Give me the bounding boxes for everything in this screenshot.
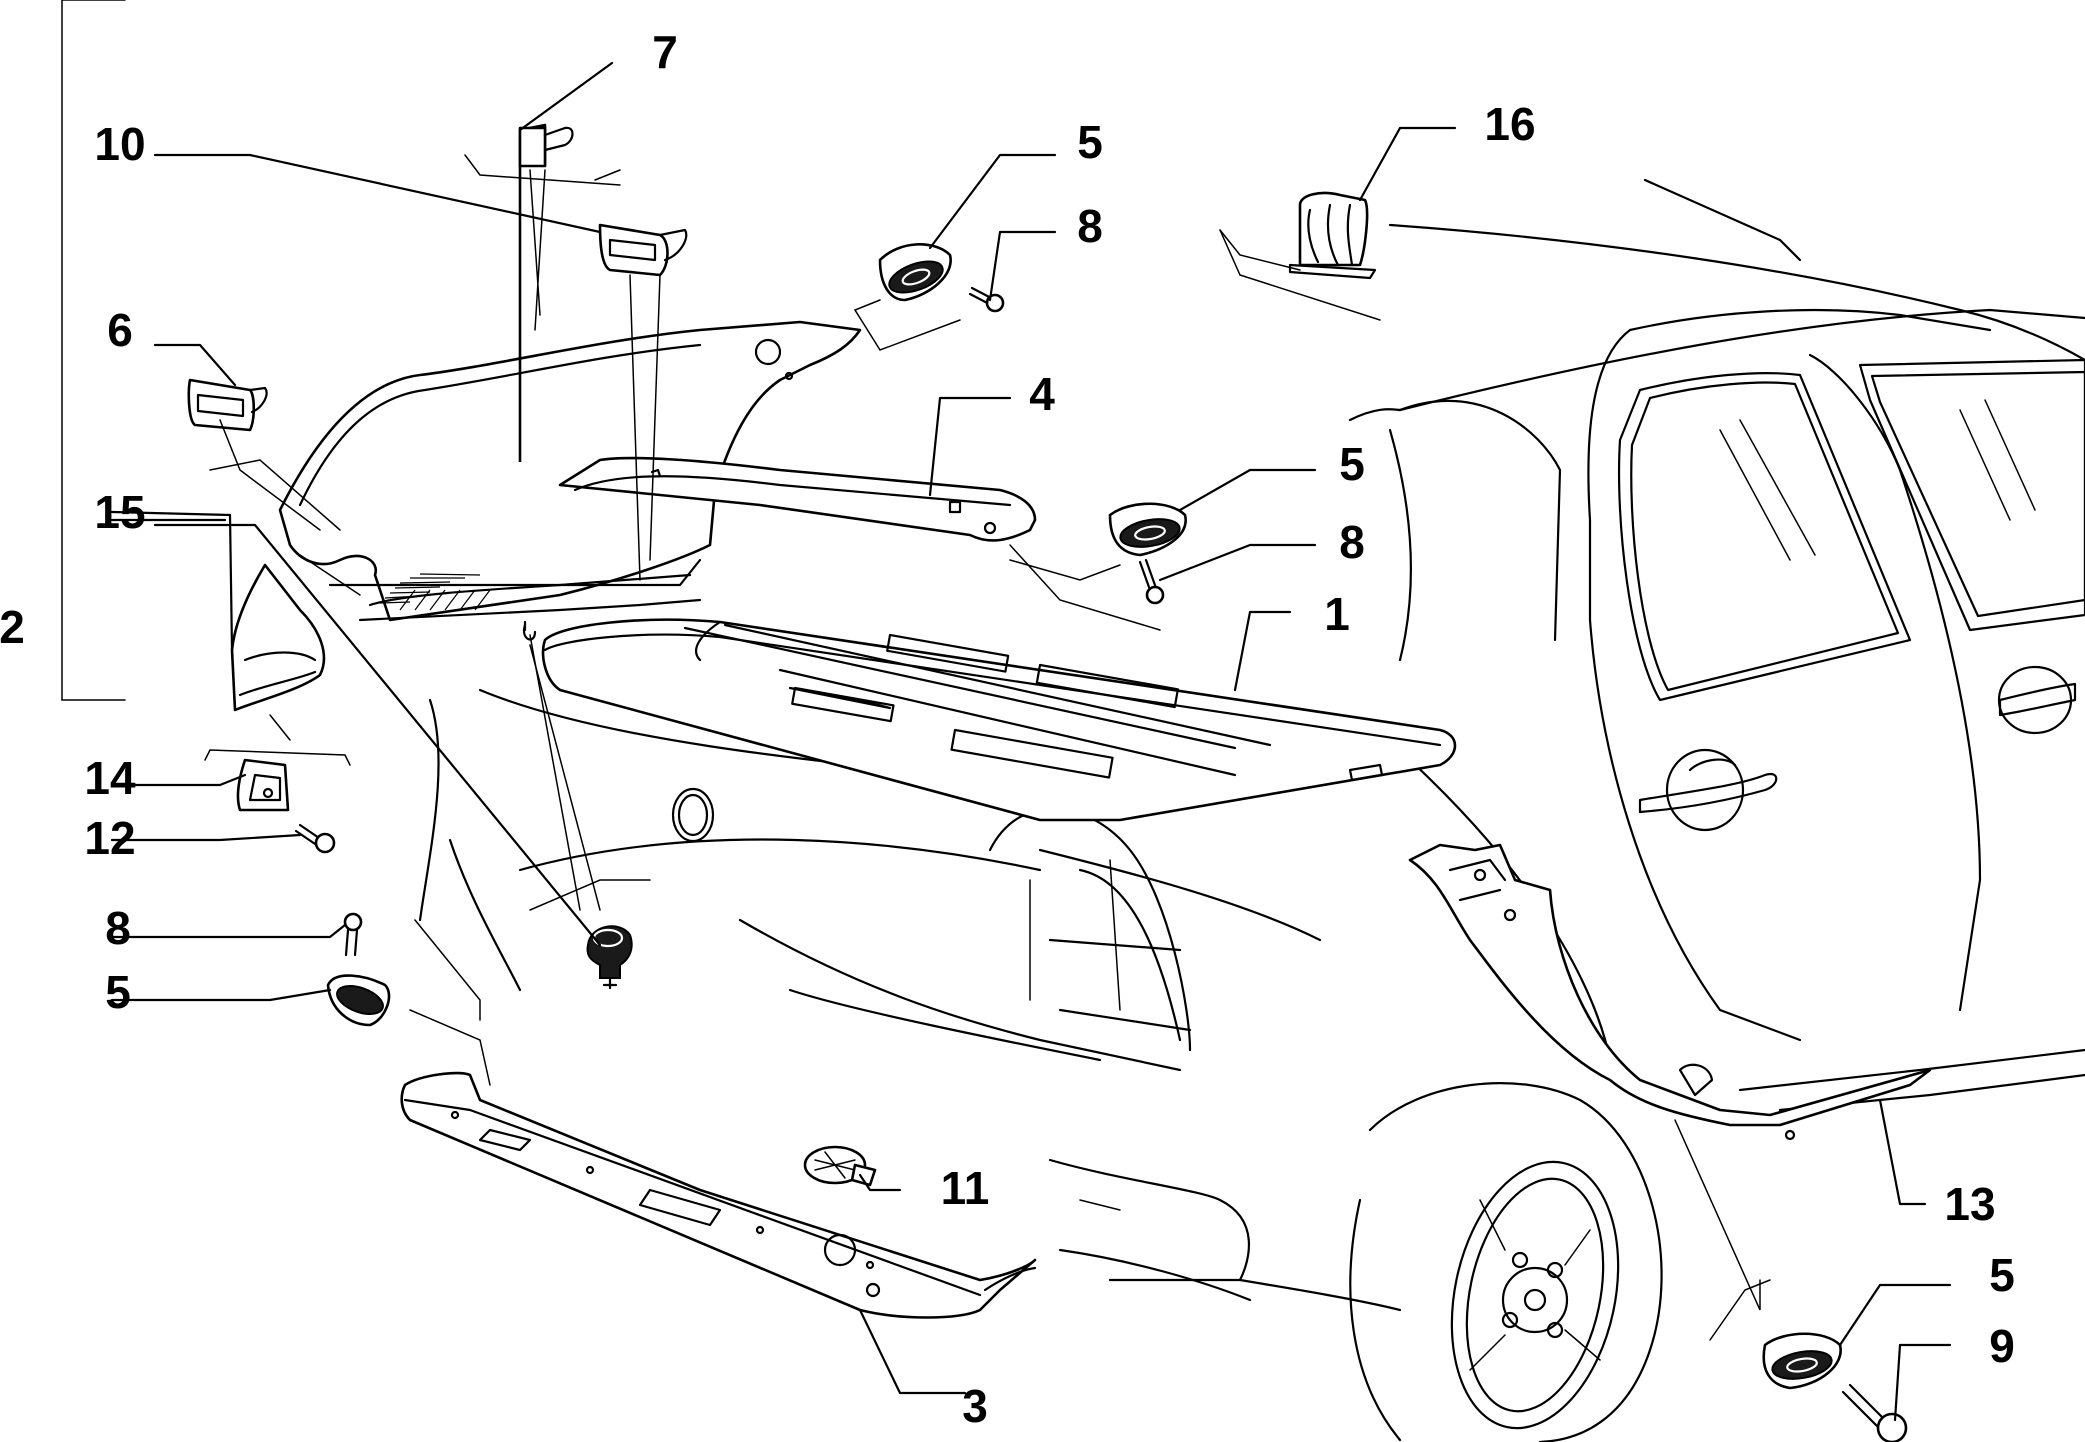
callout-6: 6 [107, 304, 133, 356]
grommet-right [1108, 502, 1187, 557]
callout-8-left: 8 [105, 902, 131, 954]
callout-labels: 1 2 3 4 5 5 5 5 6 7 8 8 8 9 10 11 12 13 … [0, 26, 2015, 1432]
grommet-left [326, 974, 391, 1027]
callout-14: 14 [84, 752, 136, 804]
callout-11: 11 [941, 1162, 990, 1214]
callout-5-right: 5 [1339, 438, 1365, 490]
callout-16: 16 [1484, 98, 1535, 150]
callout-5-top: 5 [1077, 116, 1103, 168]
callout-9: 9 [1989, 1320, 2015, 1372]
callout-15: 15 [94, 486, 145, 538]
grommet-top [878, 243, 952, 302]
callout-5-bottom: 5 [1989, 1249, 2015, 1301]
screw-right [1138, 558, 1165, 605]
callout-2: 2 [0, 601, 25, 653]
parcel-shelf [541, 618, 1457, 822]
callout-8-right: 8 [1339, 516, 1365, 568]
screw-left [343, 912, 363, 957]
callout-5-left: 5 [105, 966, 131, 1018]
push-clip-15 [586, 925, 633, 990]
rear-bracket-13 [1408, 843, 1932, 1141]
bolt-bottom [1841, 1383, 1908, 1442]
grommet-bottom [1762, 1332, 1842, 1390]
callout-8-top: 8 [1077, 200, 1103, 252]
small-parts [187, 123, 1932, 1442]
callout-7: 7 [652, 26, 678, 78]
top-cross-trim [558, 456, 1037, 542]
callout-13: 13 [1944, 1178, 1995, 1230]
callout-10: 10 [94, 118, 145, 170]
lower-sill-trim [400, 1071, 1037, 1319]
callout-1: 1 [1324, 588, 1350, 640]
bracket-14 [236, 758, 290, 812]
callout-4: 4 [1029, 368, 1055, 420]
round-plug [803, 1145, 877, 1187]
side-trim-panel [230, 563, 326, 712]
callout-3: 3 [962, 1380, 988, 1432]
screw-12 [294, 823, 336, 854]
callout-12: 12 [84, 812, 135, 864]
upper-trim-assembly [278, 320, 862, 641]
screw-top [968, 286, 1005, 313]
spring-clip-16 [1288, 191, 1377, 280]
leader-lines [61, 0, 1952, 1422]
